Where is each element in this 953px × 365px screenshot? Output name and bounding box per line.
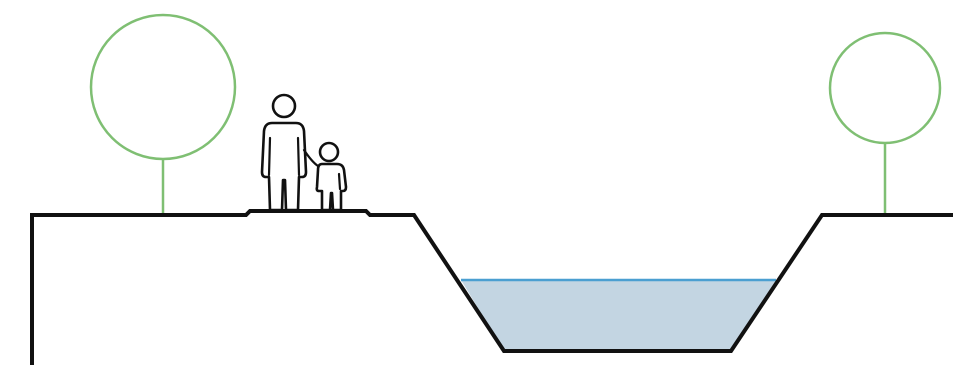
right-tree-icon [830, 33, 940, 213]
tree-crown [830, 33, 940, 143]
adult-arm-gap-right [298, 138, 299, 175]
left-tree-icon [91, 15, 235, 213]
tree-crown [91, 15, 235, 159]
ditch-water [461, 280, 776, 351]
adult-arm-gap-left [269, 138, 270, 175]
child-body [317, 164, 346, 210]
adult-head [273, 95, 295, 117]
child-person-icon [317, 143, 346, 210]
adult-person-icon [262, 95, 318, 210]
child-head [320, 143, 338, 161]
child-arm-gap [339, 174, 340, 189]
